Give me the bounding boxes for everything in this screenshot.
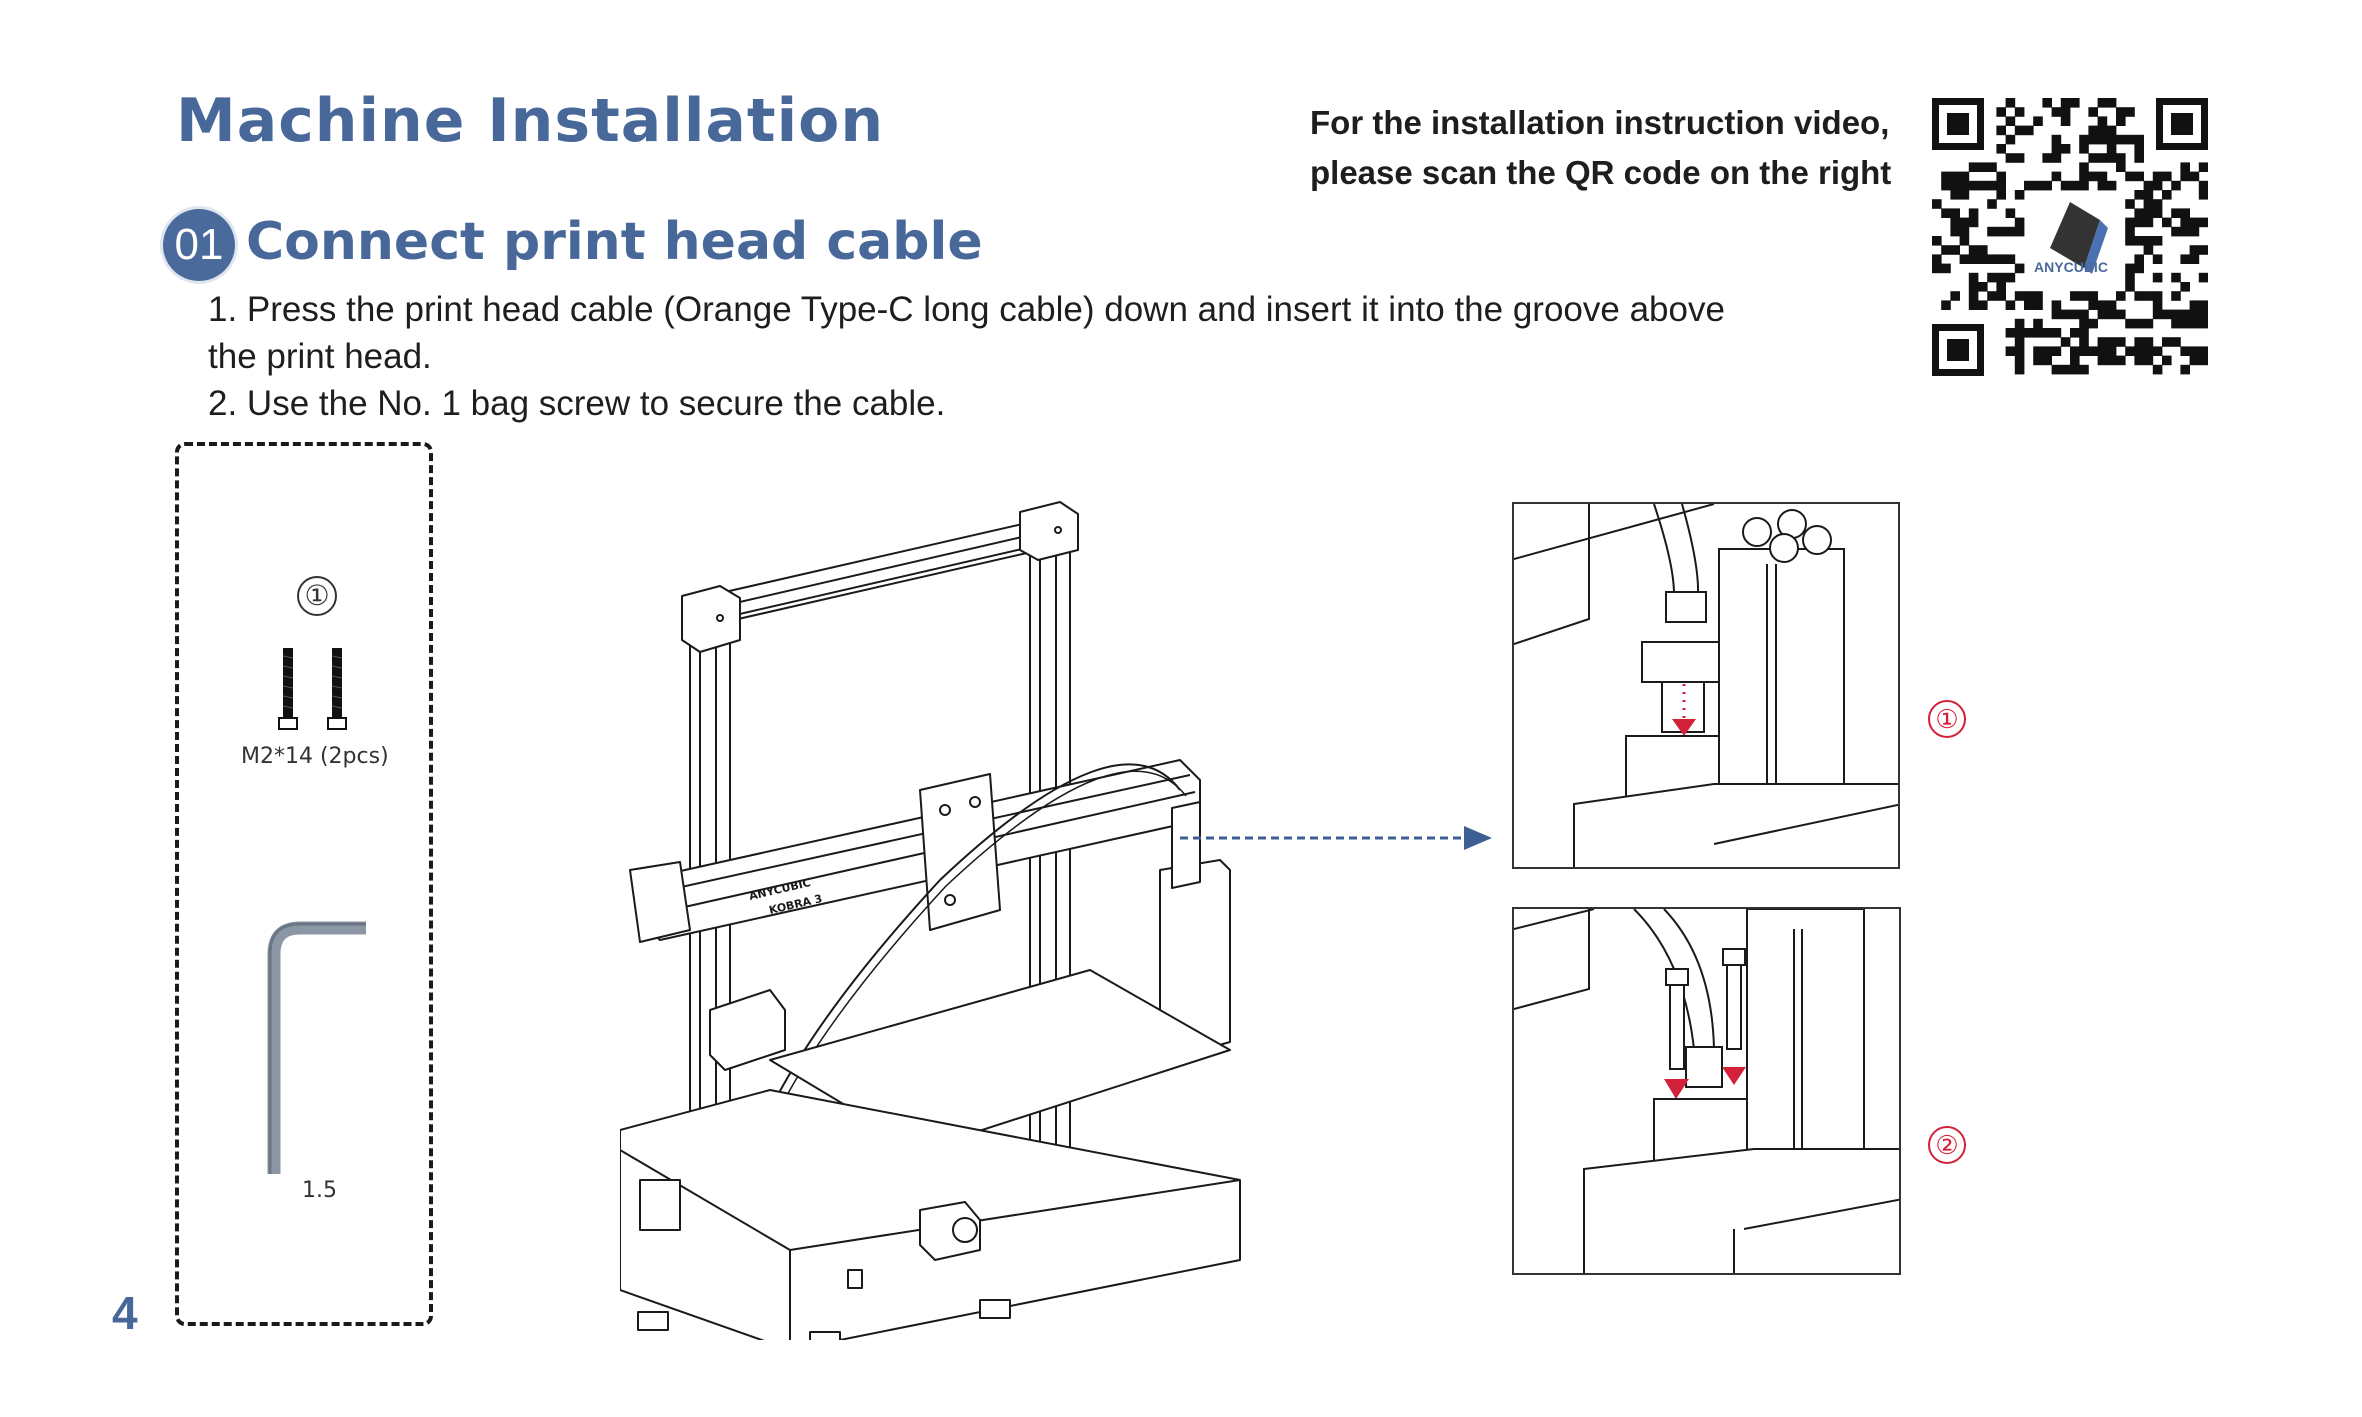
page-title: Machine Installation: [176, 86, 885, 156]
detail-view-secure-screws: [1512, 907, 1901, 1275]
screw-icon: [278, 648, 347, 730]
step-number-badge: 01: [163, 209, 235, 281]
qr-code-icon: ANYCUBIC: [1932, 98, 2209, 376]
qr-logo-text: ANYCUBIC: [2034, 259, 2108, 275]
hex-key-icon: [267, 921, 366, 1174]
screw-bag-marker: ①: [297, 576, 337, 616]
hex-key-size-label: 1.5: [302, 1178, 337, 1203]
instruction-line-3: 2. Use the No. 1 bag screw to secure the…: [208, 384, 946, 423]
instruction-line-1: 1. Press the print head cable (Orange Ty…: [208, 290, 1725, 329]
printer-illustration: ANYCUBIC KOBRA 3: [620, 501, 1241, 1340]
qr-instruction-note: For the installation instruction video, …: [1310, 98, 1891, 198]
print-head-detail-illustration: [1514, 504, 1898, 867]
qr-note-line-2: please scan the QR code on the right: [1310, 154, 1892, 191]
callout-arrow: [1180, 826, 1492, 850]
step-title: Connect print head cable: [246, 212, 983, 272]
page-number: 4: [112, 1287, 138, 1339]
detail-marker-1: ①: [1928, 700, 1966, 738]
detail-marker-2: ②: [1928, 1126, 1966, 1164]
detail-view-insert-cable: [1512, 502, 1900, 869]
screw-spec-label: M2*14 (2pcs): [241, 744, 389, 769]
instruction-line-2: the print head.: [208, 337, 432, 376]
screw-detail-illustration: [1514, 909, 1899, 1273]
qr-note-line-1: For the installation instruction video,: [1310, 104, 1890, 141]
parts-panel: [175, 442, 433, 1326]
qr-code[interactable]: ANYCUBIC: [1932, 98, 2209, 376]
